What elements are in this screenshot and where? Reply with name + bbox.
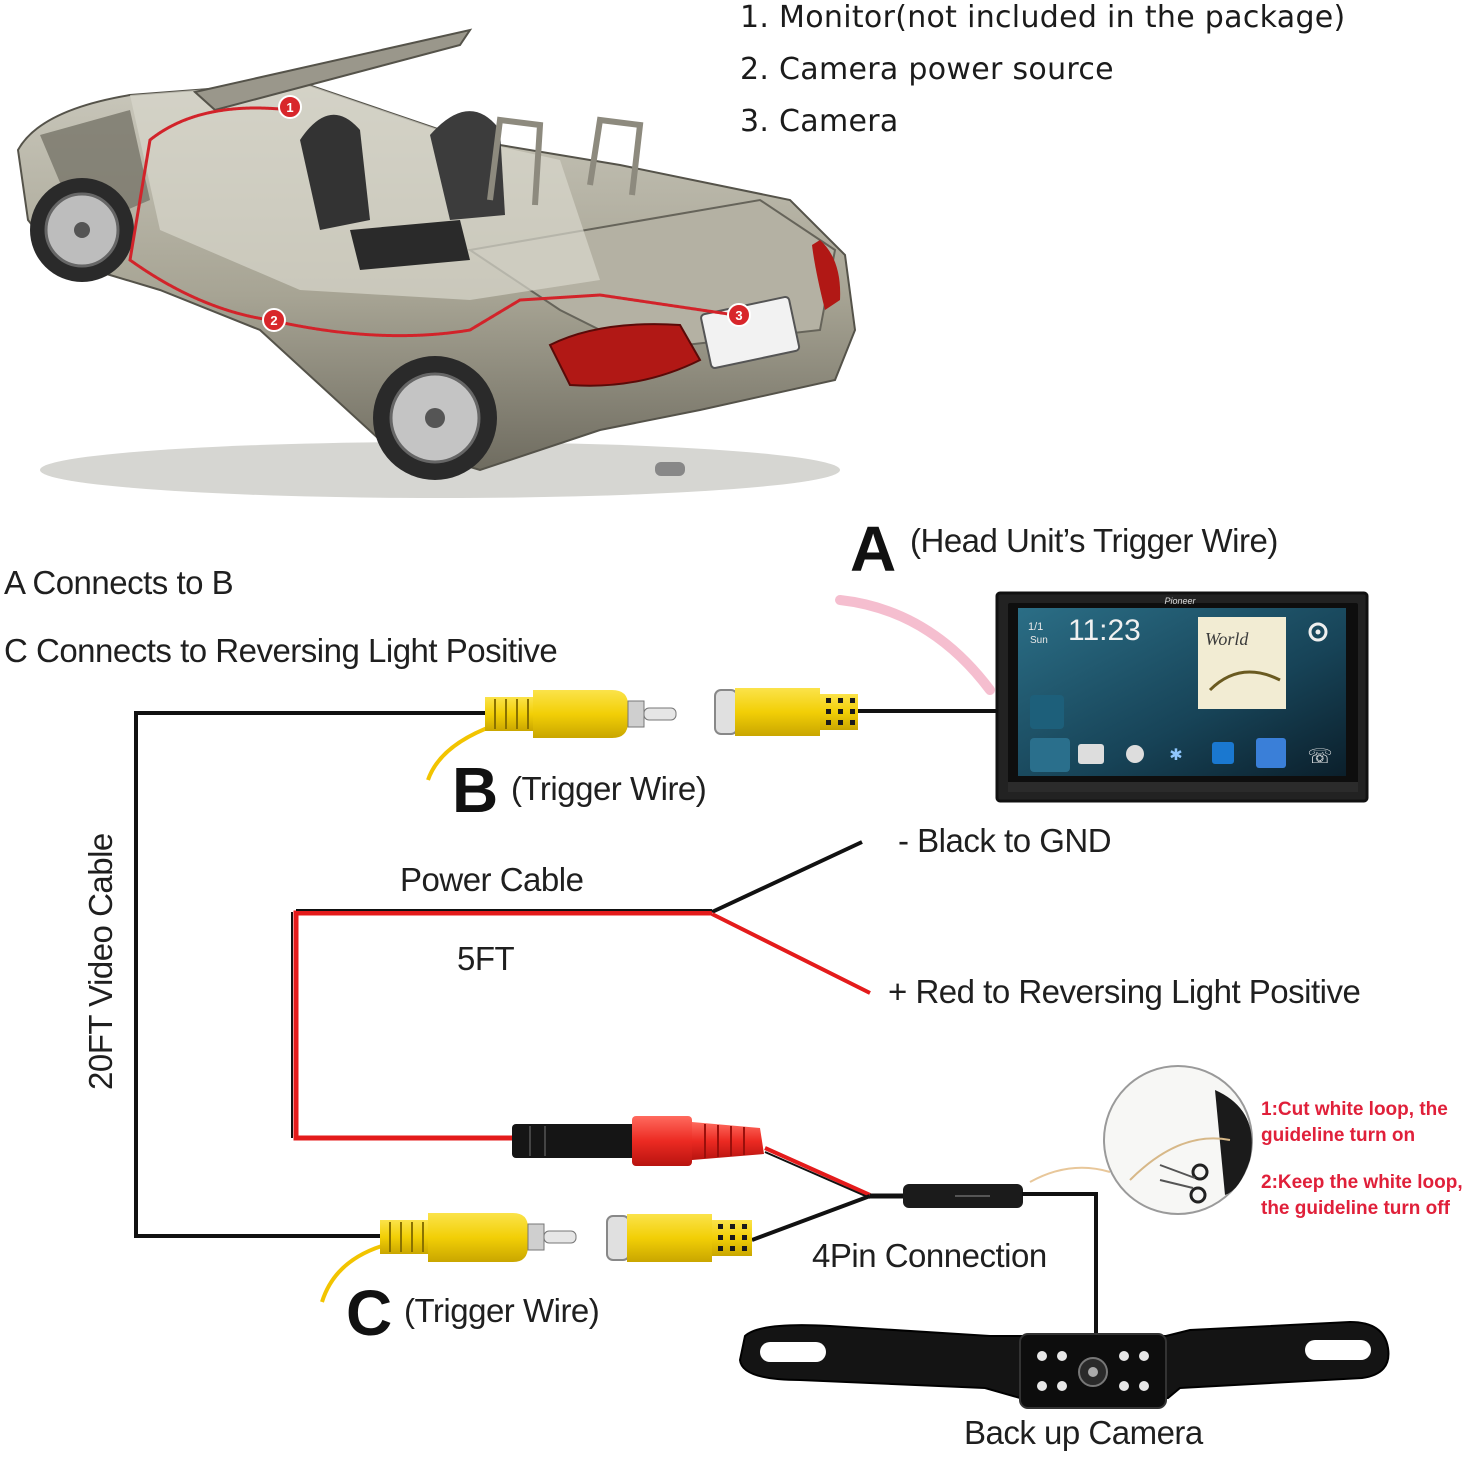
car-marker-3: 3 xyxy=(727,303,751,327)
svg-text:1: 1 xyxy=(286,100,293,115)
rca-plug-c-male xyxy=(380,1213,577,1262)
mount-slot-right xyxy=(1305,1340,1371,1360)
dc-power-plug xyxy=(512,1116,764,1166)
power-cable xyxy=(291,840,871,1141)
trigger-lead-c xyxy=(320,1243,386,1303)
rca-plug-a-female xyxy=(714,688,858,736)
backup-camera xyxy=(738,1320,1390,1409)
bluetooth-icon: ✱ xyxy=(1169,745,1182,764)
head-unit: Pioneer 1/1 Sun 11:23 World ✱ ☏ xyxy=(995,591,1369,803)
head-unit-dow: Sun xyxy=(1030,635,1048,646)
scissors-icon xyxy=(1159,1163,1209,1204)
album-art-title: World xyxy=(1205,629,1249,649)
led-array xyxy=(1037,1351,1149,1391)
label-c-desc: (Trigger Wire) xyxy=(404,1292,600,1329)
label-c-letter: C xyxy=(346,1277,393,1349)
mount-slot-left xyxy=(760,1342,826,1362)
video-cable xyxy=(134,709,1000,1238)
label-a-letter: A xyxy=(850,513,897,585)
cut-note-1: 1:Cut white loop, the xyxy=(1261,1099,1448,1120)
label-b-desc: (Trigger Wire) xyxy=(511,770,707,807)
black-gnd-label: - Black to GND xyxy=(898,822,1112,859)
radio-icon xyxy=(1078,744,1104,764)
legend-item-camera: 3. Camera xyxy=(740,104,899,139)
legend-item-monitor: 1. Monitor(not included in the package) xyxy=(740,0,1346,35)
svg-text:2: 2 xyxy=(270,313,277,328)
a-connects-b-note: A Connects to B xyxy=(4,564,234,601)
gear-icon xyxy=(1308,622,1328,642)
rca-plug-b-male xyxy=(485,690,677,738)
trigger-lead-b xyxy=(426,723,496,781)
power-length-label: 5FT xyxy=(457,940,515,977)
camera-label: Back up Camera xyxy=(964,1414,1203,1451)
legend-item-power-source: 2. Camera power source xyxy=(740,52,1114,87)
head-unit-date: 1/1 xyxy=(1028,621,1043,633)
label-a-desc: (Head Unit’s Trigger Wire) xyxy=(910,522,1278,559)
disc-icon xyxy=(1126,745,1144,763)
red-reverse-label: + Red to Reversing Light Positive xyxy=(888,973,1361,1010)
car-marker-1: 1 xyxy=(278,95,302,119)
car-illustration: 1 2 3 xyxy=(16,28,857,498)
pin-connection-label: 4Pin Connection xyxy=(812,1237,1047,1274)
pandora-icon xyxy=(1212,742,1234,764)
svg-text:3: 3 xyxy=(735,308,742,323)
music-icon xyxy=(1256,738,1286,768)
power-cable-label: Power Cable xyxy=(400,861,584,898)
video-cable-label: 20FT Video Cable xyxy=(82,833,119,1090)
rca-plug-c-female xyxy=(606,1214,752,1262)
head-unit-brand: Pioneer xyxy=(1164,596,1196,606)
cut-note-3: 2:Keep the white loop, xyxy=(1261,1172,1463,1193)
cut-note-2: guideline turn on xyxy=(1261,1125,1416,1146)
car-marker-2: 2 xyxy=(262,308,286,332)
cut-note-4: the guideline turn off xyxy=(1261,1198,1450,1219)
phone-icon: ☏ xyxy=(1307,744,1332,768)
c-connects-reverse-note: C Connects to Reversing Light Positive xyxy=(4,632,558,669)
four-pin-harness xyxy=(751,1146,1111,1336)
cut-loop-magnifier xyxy=(1103,1065,1253,1215)
trigger-lead-a xyxy=(835,595,995,695)
head-unit-time: 11:23 xyxy=(1068,614,1141,647)
label-b-letter: B xyxy=(452,754,499,826)
